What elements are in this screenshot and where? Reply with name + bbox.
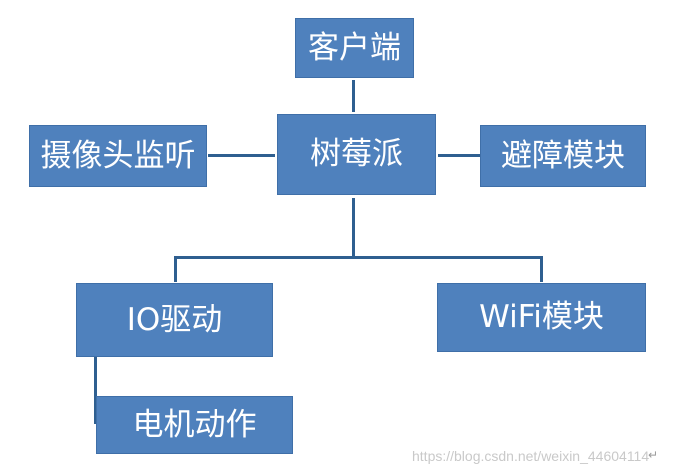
node-obstacle-avoidance-label: 避障模块 bbox=[501, 137, 625, 174]
node-motor-action: 电机动作 bbox=[96, 396, 293, 454]
node-motor-action-label: 电机动作 bbox=[132, 406, 257, 443]
connector-branch-to-io-driver bbox=[174, 256, 177, 282]
watermark-text: https://blog.csdn.net/weixin_44604114 bbox=[412, 448, 650, 464]
connector-horizontal-branch bbox=[174, 256, 543, 259]
node-io-driver-label: IO驱动 bbox=[126, 301, 223, 338]
node-wifi-module: WiFi模块 bbox=[437, 283, 646, 352]
connector-raspberry-pi-to-obstacle bbox=[438, 154, 480, 157]
node-client: 客户端 bbox=[295, 18, 414, 78]
connector-io-driver-to-motor bbox=[94, 357, 97, 424]
node-raspberry-pi: 树莓派 bbox=[277, 114, 436, 195]
connector-branch-to-wifi bbox=[540, 256, 543, 282]
node-raspberry-pi-label: 树莓派 bbox=[310, 136, 403, 172]
connector-raspberry-pi-trunk bbox=[352, 198, 355, 258]
return-mark: ↵ bbox=[648, 448, 659, 462]
connector-client-to-raspberry-pi bbox=[352, 80, 355, 112]
node-client-label: 客户端 bbox=[308, 29, 401, 66]
node-io-driver: IO驱动 bbox=[76, 283, 273, 357]
connector-camera-to-raspberry-pi bbox=[208, 154, 275, 157]
node-wifi-module-label: WiFi模块 bbox=[479, 299, 604, 335]
node-obstacle-avoidance: 避障模块 bbox=[480, 125, 646, 187]
node-camera-monitor: 摄像头监听 bbox=[29, 125, 207, 187]
node-camera-monitor-label: 摄像头监听 bbox=[40, 137, 196, 174]
